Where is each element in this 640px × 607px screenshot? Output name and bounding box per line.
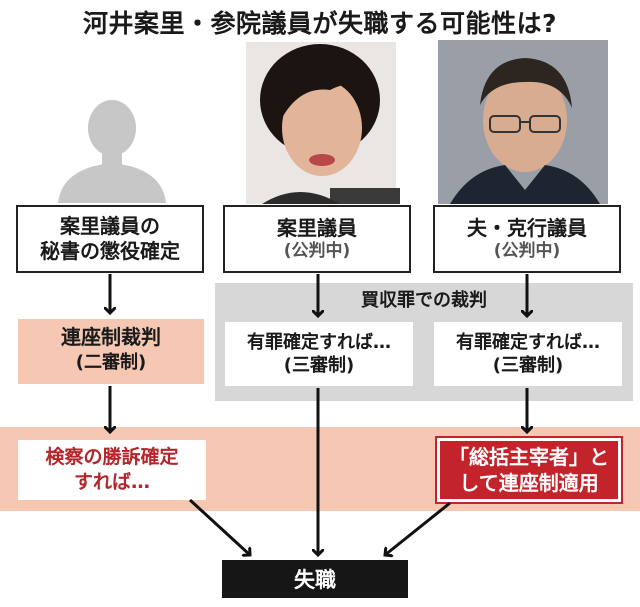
katsuyuki-box-line2: (公判中) [493, 240, 561, 261]
prosecution-win-line1: 検察の勝訴確定 [45, 446, 179, 469]
woman-photo [246, 42, 400, 204]
page-title: 河井案里・参院議員が失職する可能性は? [82, 9, 557, 38]
recall-trial-text: 連座制裁判 (二審制) [18, 324, 204, 375]
man-photo [438, 40, 608, 204]
supervisor-recall-box: 「総括主宰者」と して連座制適用 [435, 436, 623, 504]
silhouette-person-icon [58, 100, 166, 203]
katsuyuki-box-line1: 夫・克行議員 [467, 215, 587, 240]
arrow-left-3 [188, 498, 250, 555]
recall-trial-box [18, 319, 204, 384]
recall-trial-line1: 連座制裁判 [61, 325, 161, 349]
secretary-box-line1: 案里議員の [60, 214, 160, 238]
supervisor-recall-line1: 「総括主宰者」と [449, 445, 609, 469]
anri-box-line2: (公判中) [283, 240, 351, 261]
katsuyuki-guilty-line2: (三審制) [492, 355, 564, 376]
trial-band-label: 買収罪での裁判 [361, 290, 487, 311]
anri-guilty-line1: 有罪確定すれば… [247, 331, 391, 353]
katsuyuki-guilty-line1: 有罪確定すれば… [456, 331, 600, 353]
prosecution-win-box: 検察の勝訴確定 すれば… [18, 440, 206, 500]
secretary-box-line2: 秘書の懲役確定 [40, 239, 180, 263]
anri-guilty-line2: (三審制) [283, 355, 355, 376]
outcome-box: 失職 [222, 560, 408, 598]
katsuyuki-guilty-box: 有罪確定すれば… (三審制) [434, 322, 622, 386]
prosecution-win-line2: すれば… [73, 471, 150, 493]
katsuyuki-box: 夫・克行議員 (公判中) [433, 205, 621, 273]
anri-box-line1: 案里議員 [277, 215, 357, 240]
anri-box: 案里議員 (公判中) [223, 205, 411, 273]
recall-trial-line2: (二審制) [75, 352, 147, 373]
arrow-right-3 [385, 501, 451, 555]
secretary-box: 案里議員の 秘書の懲役確定 [16, 205, 204, 273]
anri-guilty-box: 有罪確定すれば… (三審制) [225, 322, 413, 386]
supervisor-recall-line2: して連座制適用 [459, 471, 599, 495]
